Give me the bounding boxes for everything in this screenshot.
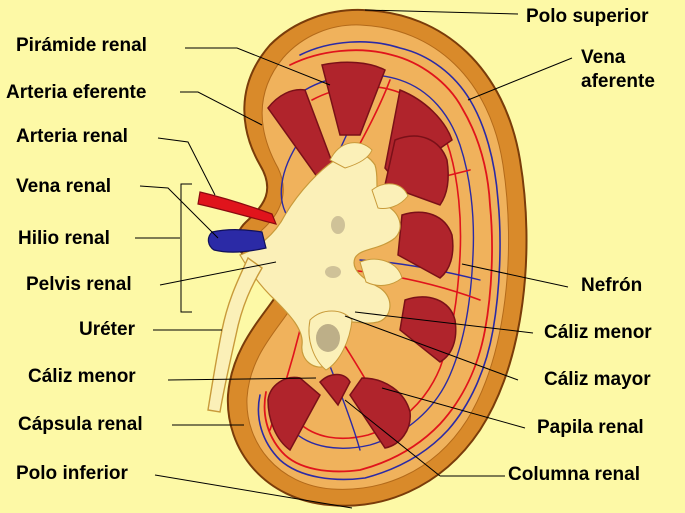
ureter — [207, 256, 263, 413]
vein-network-inner — [291, 74, 475, 449]
leader-polo-inferior — [154, 474, 353, 509]
label-polo-inferior: Polo inferior — [16, 463, 128, 484]
label-arteria-renal: Arteria renal — [16, 126, 128, 147]
calyx-shadow-3 — [325, 266, 341, 278]
label-polo-superior: Polo superior — [526, 6, 649, 27]
pyramid-bottom-left — [267, 376, 321, 452]
renal-artery — [197, 191, 277, 225]
label-piramide-renal: Pirámide renal — [16, 35, 147, 56]
leader-papila-renal — [381, 387, 526, 429]
label-hilio-renal: Hilio renal — [18, 228, 110, 249]
pyramid-right-2 — [397, 211, 454, 279]
leader-pelvis-renal — [159, 261, 277, 286]
renal-pyramids — [267, 61, 457, 452]
leader-columna-renal-2 — [344, 399, 441, 477]
vein-network-outer — [257, 41, 501, 481]
label-arteria-eferente: Arteria eferente — [6, 82, 147, 103]
leader-hilio-bracket — [180, 183, 192, 313]
calyx-shadow-2 — [331, 216, 345, 234]
leader-nefron — [461, 263, 569, 288]
pyramid-bottom-right — [349, 377, 411, 449]
label-nefron: Nefrón — [581, 275, 643, 296]
calyx-top — [329, 142, 373, 169]
leader-piramide-renal — [185, 47, 331, 86]
label-vena-renal: Vena renal — [16, 176, 112, 197]
calyx-right-lower — [359, 258, 403, 286]
calyx-shadow — [316, 324, 340, 352]
label-papila-renal: Papila renal — [537, 417, 644, 438]
leader-polo-superior — [364, 9, 519, 15]
renal-vein — [207, 229, 267, 253]
leader-caliz-menor-left — [167, 377, 317, 381]
label-caliz-menor-left: Cáliz menor — [28, 366, 136, 387]
artery-network-outer — [263, 49, 493, 473]
label-caliz-mayor: Cáliz mayor — [544, 369, 651, 390]
pyramid-right-3 — [399, 296, 457, 363]
leader-vena-renal — [139, 185, 219, 239]
leader-caliz-mayor — [344, 315, 519, 381]
leader-lines — [135, 9, 573, 509]
label-vena-aferente: Vena aferente — [581, 47, 655, 92]
leader-arteria-renal — [157, 137, 216, 196]
pyramid-lower-mid — [318, 373, 351, 407]
label-ureter: Uréter — [79, 319, 135, 340]
leader-arteria-eferente — [180, 91, 263, 126]
label-capsula-renal: Cápsula renal — [18, 414, 143, 435]
artery-network-inner — [297, 85, 462, 440]
pyramid-top — [321, 61, 386, 136]
label-pelvis-renal: Pelvis renal — [26, 274, 132, 295]
label-caliz-menor-right: Cáliz menor — [544, 322, 652, 343]
pyramid-upper-left — [267, 88, 336, 179]
label-columna-renal: Columna renal — [508, 464, 640, 485]
calyx-right-upper — [371, 183, 409, 209]
leader-caliz-menor-right — [354, 311, 534, 334]
leader-vena-aferente — [467, 57, 573, 101]
